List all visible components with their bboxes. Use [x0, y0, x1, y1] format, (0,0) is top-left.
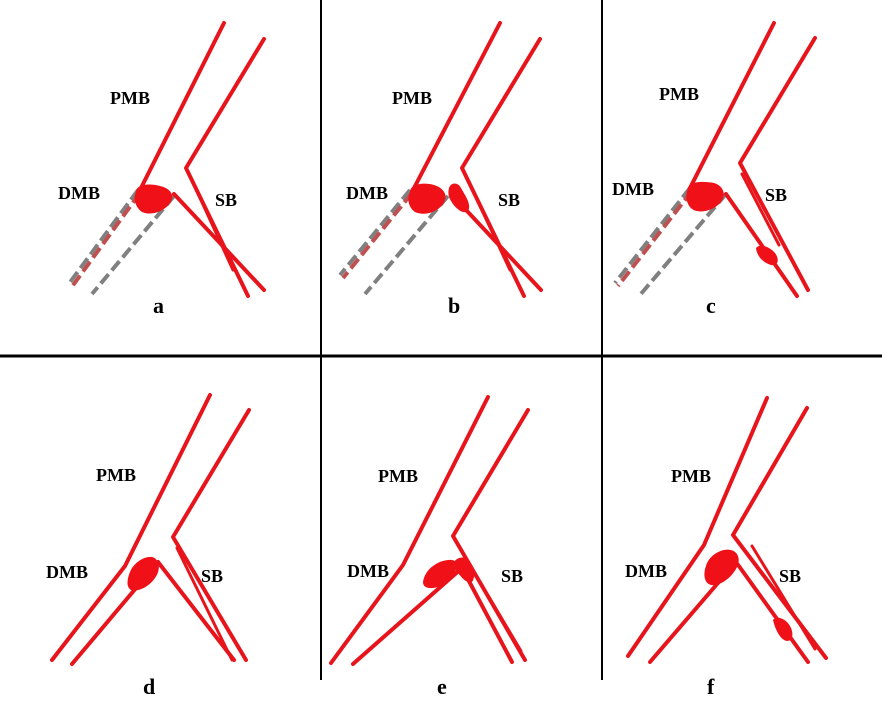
pmb-label: PMB	[659, 84, 699, 104]
plaque-carina	[453, 557, 475, 583]
vessel-walls	[50, 393, 251, 666]
vessel-walls	[688, 21, 817, 298]
dmb-label: DMB	[346, 183, 388, 203]
plaque-main	[686, 181, 724, 212]
stent-dmb	[338, 188, 450, 296]
plaque-main	[423, 559, 457, 589]
panel-letter-d: d	[143, 674, 155, 699]
sb-label: SB	[765, 185, 787, 205]
sb-label: SB	[498, 190, 520, 210]
pmb-label: PMB	[96, 465, 136, 485]
plaque-side-branch	[756, 245, 778, 266]
plaque-main	[408, 183, 446, 214]
panel-f: PMB DMB SB f	[625, 396, 828, 699]
panel-e: PMB DMB SB e	[329, 395, 530, 699]
sb-label: SB	[501, 566, 523, 586]
panel-letter-b: b	[448, 293, 460, 318]
plaque-main	[127, 556, 159, 591]
pmb-label: PMB	[110, 88, 150, 108]
vessel-walls	[411, 21, 543, 298]
panel-a: PMB DMB SB a	[58, 21, 266, 318]
plaque-carina	[448, 183, 470, 213]
panel-b: PMB DMB SB b	[338, 21, 543, 318]
sb-label: SB	[201, 566, 223, 586]
panel-letter-e: e	[437, 674, 447, 699]
plaque-main	[704, 549, 739, 586]
vessel-walls	[137, 21, 266, 298]
sb-label: SB	[215, 190, 237, 210]
panel-letter-c: c	[706, 293, 716, 318]
dmb-label: DMB	[625, 561, 667, 581]
dmb-label: DMB	[58, 183, 100, 203]
plaque-main	[134, 184, 173, 214]
pmb-label: PMB	[671, 466, 711, 486]
panel-letter-a: a	[153, 293, 164, 318]
vessel-walls	[329, 395, 530, 666]
sb-label: SB	[779, 566, 801, 586]
dmb-label: DMB	[347, 561, 389, 581]
vessel-walls	[626, 396, 828, 664]
stent-dmb	[613, 186, 728, 297]
dmb-label: DMB	[46, 562, 88, 582]
stent-dmb	[66, 188, 176, 296]
dmb-label: DMB	[612, 179, 654, 199]
panel-dividers	[0, 0, 882, 680]
panel-c: PMB DMB SB c	[612, 21, 817, 318]
plaque-side-branch	[773, 617, 793, 641]
panel-d: PMB DMB SB d	[46, 393, 251, 699]
pmb-label: PMB	[378, 466, 418, 486]
pmb-label: PMB	[392, 88, 432, 108]
panel-letter-f: f	[707, 674, 715, 699]
